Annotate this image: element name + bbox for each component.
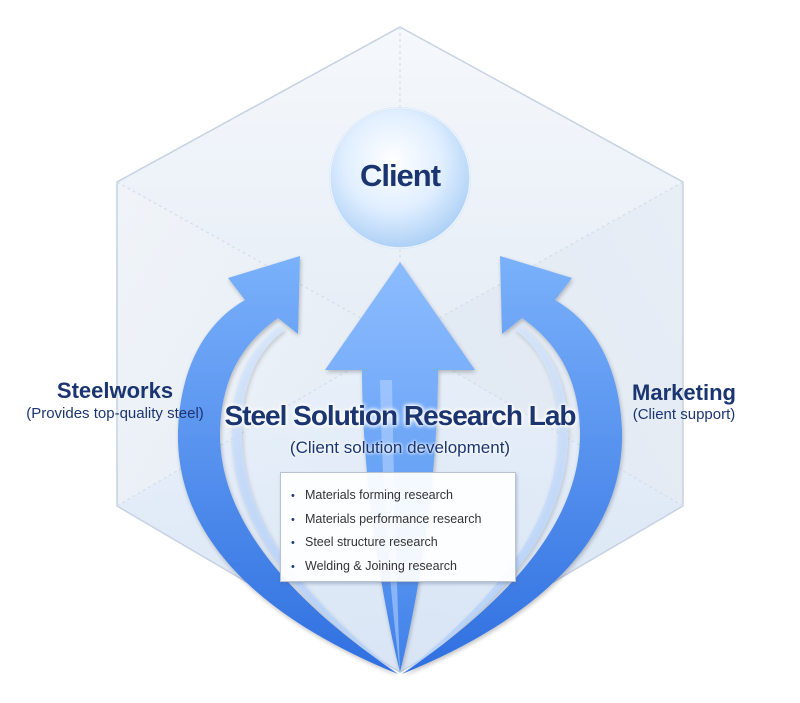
client-label: Client: [359, 158, 441, 193]
research-area-label: Materials performance research: [305, 511, 482, 526]
research-area-label: Steel structure research: [305, 535, 438, 549]
marketing-subtitle: (Client support): [632, 406, 736, 423]
marketing-title: Marketing: [632, 380, 736, 405]
steelworks-title: Steelworks: [56, 378, 174, 403]
research-area-label: Materials forming research: [305, 488, 453, 502]
client-node: [329, 107, 471, 249]
research-area-item: • Materials performance research: [291, 508, 515, 532]
research-area-item: • Materials forming research: [291, 484, 515, 508]
research-area-label: Welding & Joining research: [305, 558, 457, 573]
research-areas-box: • Materials forming research • Materials p…: [280, 472, 516, 582]
research-lab-title: Steel Solution Research Lab: [224, 400, 576, 431]
bullet-icon: •: [291, 537, 295, 549]
research-area-item: • Steel structure research: [291, 531, 515, 555]
research-area-item: • Welding & Joining research: [291, 555, 515, 579]
bullet-icon: •: [291, 513, 295, 526]
bullet-icon: •: [291, 560, 295, 573]
bullet-icon: •: [291, 490, 295, 502]
research-areas-list: • Materials forming research • Materials p…: [291, 484, 515, 578]
right-curved-arrow: [402, 256, 623, 674]
research-lab-subtitle: (Client solution development): [289, 438, 511, 457]
steelworks-subtitle: (Provides top-quality steel): [26, 405, 204, 422]
left-curved-arrow: [177, 256, 398, 674]
